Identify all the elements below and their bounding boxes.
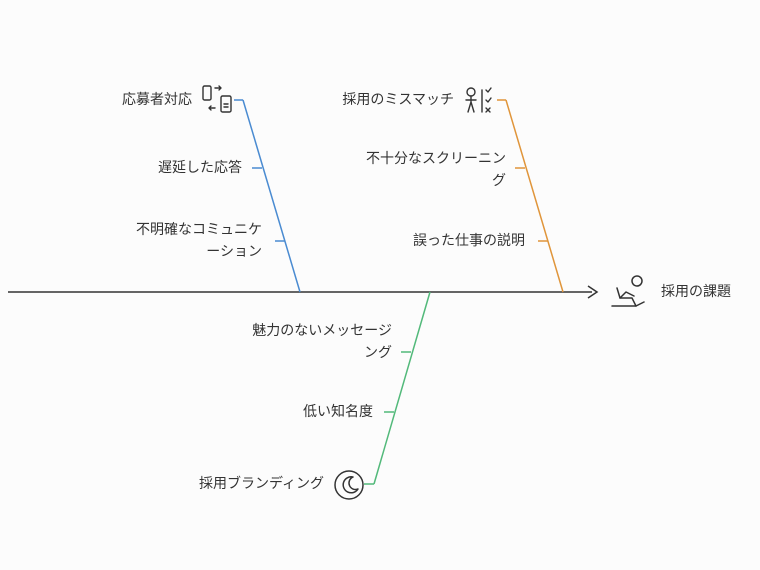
branch-line <box>373 291 431 485</box>
cause-label-text: 魅力のないメッセージング <box>252 323 392 361</box>
category-label-mismatch: 採用のミスマッチ <box>342 92 454 108</box>
cause-label: 不明確なコミュニケーション <box>136 219 262 263</box>
branch-line <box>242 99 301 293</box>
cause-label: 遅延した応答 <box>158 160 242 176</box>
cause-label-text: 不明確なコミュニケーション <box>136 222 262 260</box>
branch-line <box>505 99 564 293</box>
problem-label: 採用の課題 <box>661 284 731 300</box>
category-label-branding: 採用ブランディング <box>198 476 324 492</box>
category-label-response: 応募者対応 <box>122 92 192 108</box>
branch-response <box>234 99 301 293</box>
branch-branding <box>364 291 431 485</box>
spine-arrowhead <box>587 285 599 299</box>
branch-mismatch <box>497 99 564 293</box>
cause-label: 魅力のないメッセージング <box>252 320 392 364</box>
cause-label: 誤った仕事の説明 <box>413 233 525 249</box>
person-reclining-icon <box>611 275 645 307</box>
cause-label: 低い知名度 <box>303 404 373 420</box>
cause-label: 不十分なスクリーニング <box>366 148 506 192</box>
cause-label-text: 不十分なスクリーニング <box>366 151 506 189</box>
person-checklist-icon <box>465 87 492 113</box>
phone-document-swap-icon <box>202 85 232 113</box>
moon-badge-icon <box>334 470 364 500</box>
